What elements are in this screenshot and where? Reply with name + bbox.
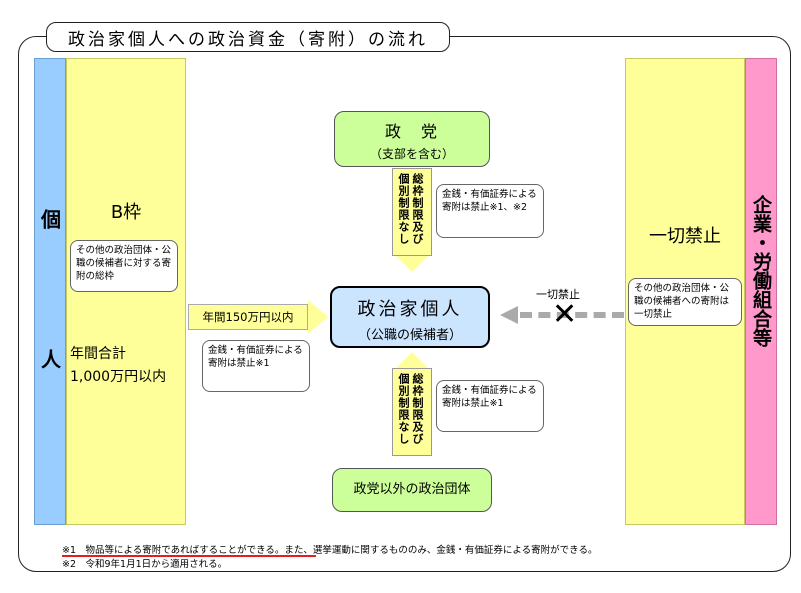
annual-limit-arrow: 年間150万円以内	[188, 304, 308, 330]
annual-total-value: 1,000万円以内	[70, 369, 167, 385]
party-box: 政 党 （支部を含む）	[334, 111, 490, 167]
politician-box: 政治家個人 （公職の候補者）	[330, 286, 490, 348]
diagram-title: 政治家個人への政治資金（寄附）の流れ	[46, 22, 450, 52]
annual-limit-arrow-head	[308, 300, 328, 334]
top-limit-box: 総枠制限及び個別制限なし	[392, 168, 432, 256]
bottom-note: 金銭・有価証券による寄附は禁止※1	[436, 380, 544, 432]
right-note: その他の政治団体・公職の候補者への寄附は一切禁止	[628, 278, 742, 326]
blocked-arrow-line	[520, 312, 624, 318]
b-frame-note: その他の政治団体・公職の候補者に対する寄附の総枠	[70, 240, 178, 292]
bottom-limit-text: 総枠制限及び個別制限なし	[397, 373, 424, 445]
annual-limit-text: 年間150万円以内	[202, 310, 294, 324]
right-prohibited-label: 一切禁止	[649, 226, 721, 247]
footnote-underline	[62, 555, 316, 557]
left-arrow-note: 金銭・有価証券による寄附は禁止※1	[202, 340, 310, 392]
individual-label: 個人	[37, 209, 62, 489]
party-title: 政 党	[384, 122, 439, 141]
top-arrow-head	[396, 256, 428, 272]
politician-sub: （公職の候補者）	[357, 328, 462, 343]
individual-band: 個人	[34, 58, 66, 525]
blocked-label: 一切禁止	[536, 288, 580, 301]
corporations-band: 企業・労働組合等	[745, 58, 777, 525]
top-limit-text: 総枠制限及び個別制限なし	[397, 173, 424, 245]
party-sub: （支部を含む）	[369, 147, 454, 161]
footnote-1: ※1 物品等による寄附であればすることができる。また、選挙運動に関するもののみ、…	[62, 545, 598, 556]
b-frame-label: B枠	[110, 202, 142, 223]
politician-title: 政治家個人	[357, 299, 463, 320]
corporations-label: 企業・労働組合等	[750, 195, 772, 347]
footnote-2: ※2 令和9年1月1日から適用される。	[62, 559, 228, 570]
bottom-arrow-head	[396, 352, 428, 368]
other-orgs-box: 政党以外の政治団体	[332, 468, 492, 512]
top-note: 金銭・有価証券による寄附は禁止※1、※2	[436, 184, 544, 238]
cross-icon: ✕	[552, 297, 578, 332]
other-orgs-label: 政党以外の政治団体	[353, 482, 471, 497]
annual-total-label: 年間合計	[70, 346, 126, 362]
blocked-arrow-head	[500, 306, 518, 324]
bottom-limit-box: 総枠制限及び個別制限なし	[392, 368, 432, 456]
